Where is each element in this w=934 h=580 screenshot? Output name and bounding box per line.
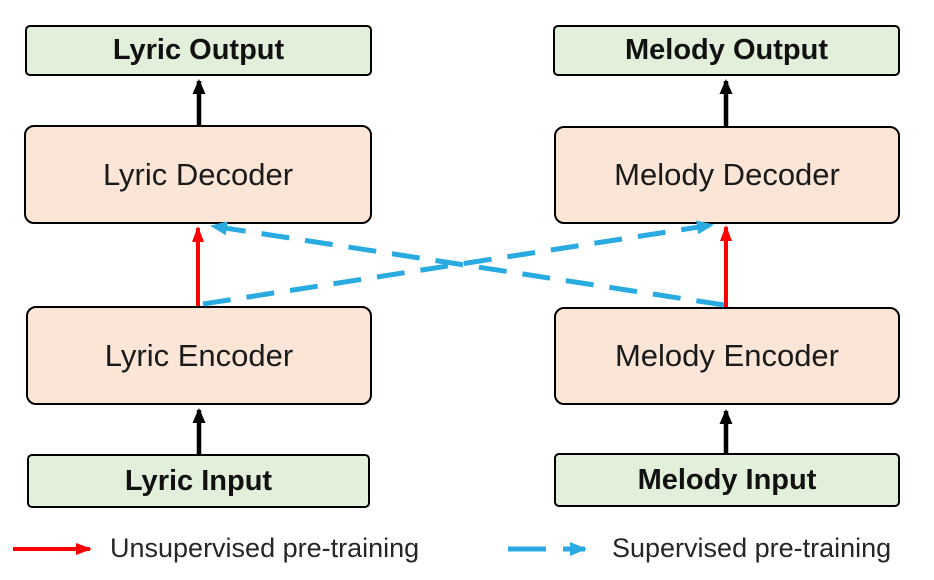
melody-decoder-label: Melody Decoder	[614, 157, 840, 192]
lyric-encoder-label: Lyric Encoder	[104, 337, 294, 373]
melody-decoder-box: Melody Decoder	[554, 126, 900, 224]
melody-encoder-to-lyric-decoder-arrow	[210, 221, 725, 308]
lyric-output-box: Lyric Output	[25, 25, 372, 76]
lyric-encoder-to-melody-decoder-arrow	[202, 220, 714, 307]
melody-encoder-label: Melody Encoder	[614, 338, 839, 373]
lyric-input-box: Lyric Input	[27, 454, 370, 508]
melody-output-label: Melody Output	[625, 34, 828, 66]
legend-unsupervised-label: Unsupervised pre-training	[110, 532, 420, 563]
lyric-decoder-box: Lyric Decoder	[24, 125, 372, 224]
lyric-encoder-box: Lyric Encoder	[26, 306, 372, 405]
lyric-decoder-label: Lyric Decoder	[102, 156, 294, 192]
legend-supervised-label: Supervised pre-training	[612, 532, 892, 563]
melody-input-box: Melody Input	[554, 453, 900, 507]
melody-output-box: Melody Output	[553, 25, 900, 76]
melody-encoder-box: Melody Encoder	[554, 307, 900, 405]
lyric-input-label: Lyric Input	[124, 464, 273, 497]
lyric-output-label: Lyric Output	[112, 34, 285, 66]
melody-input-label: Melody Input	[637, 463, 817, 496]
